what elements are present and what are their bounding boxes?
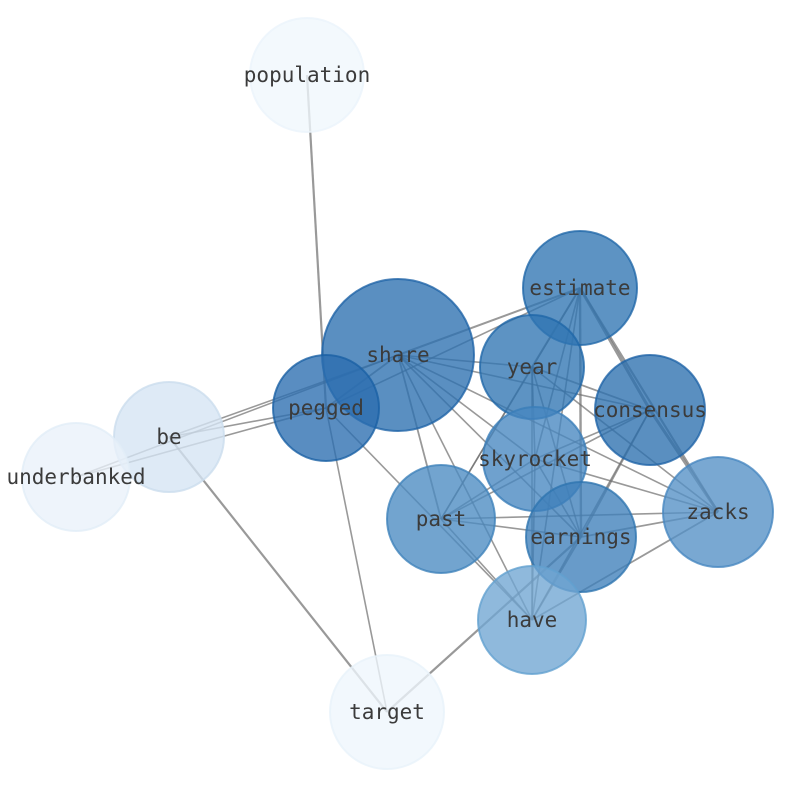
node-year (479, 314, 585, 420)
node-be (113, 381, 225, 493)
node-earnings (525, 481, 637, 593)
edge-be-target (168, 436, 388, 713)
node-consensus (594, 354, 706, 466)
node-have (477, 565, 587, 675)
node-pegged (272, 354, 380, 462)
node-underbanked (21, 422, 131, 532)
node-target (329, 654, 445, 770)
node-zacks (662, 456, 774, 568)
node-past (386, 464, 496, 574)
node-population (249, 17, 365, 133)
